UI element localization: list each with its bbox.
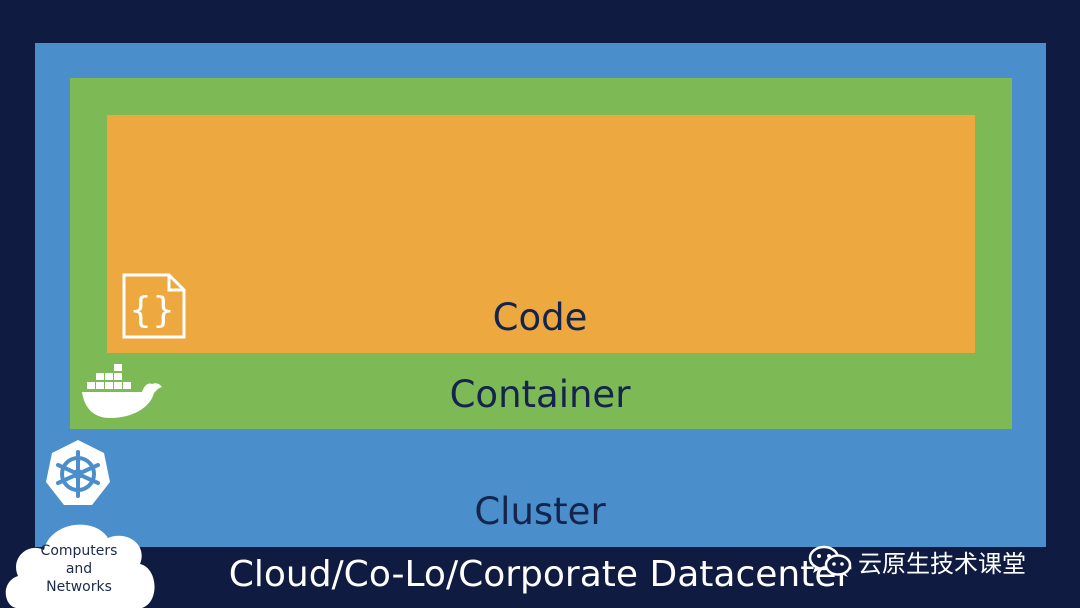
code-label: Code (492, 296, 588, 339)
svg-text:{}: {} (129, 290, 175, 331)
code-file-icon: {} (122, 273, 186, 339)
logo-text-line1: Computers (40, 543, 118, 559)
wechat-icon (808, 545, 852, 577)
container-label: Container (449, 373, 631, 416)
docker-whale-icon (82, 364, 162, 418)
watermark-text: 云原生技术课堂 (858, 549, 1026, 578)
cloud-icon (5, 524, 155, 608)
datacenter-label: Cloud/Co-Lo/Corporate Datacenter (228, 554, 852, 595)
logo-text-line2: and (65, 561, 93, 577)
code-layer (107, 115, 975, 353)
watermark: 云原生技术课堂 (808, 543, 1026, 579)
kubernetes-icon (46, 440, 110, 505)
cluster-label: Cluster (474, 490, 606, 533)
logo-text-line3: Networks (46, 579, 112, 595)
